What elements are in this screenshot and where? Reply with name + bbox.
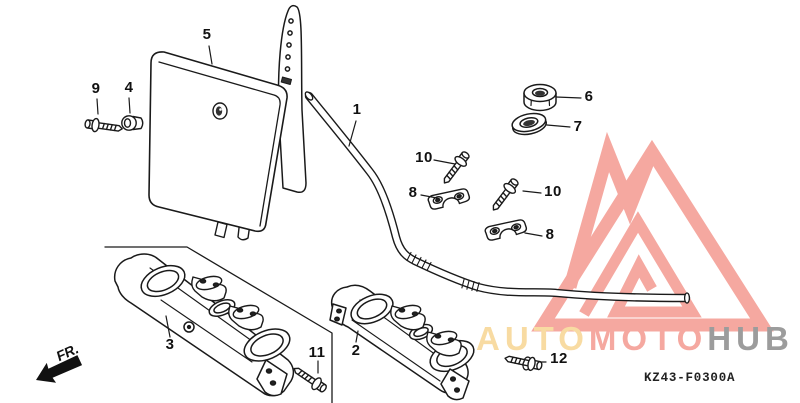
bolt-10-rear [487,175,522,215]
top-bridge-foot [256,359,288,397]
bolt-9 [83,116,124,137]
bar-clamp-front [426,184,472,214]
section-divider-line [104,246,333,403]
part-label-6: 6 [584,88,594,105]
part-label-5: 5 [202,26,212,43]
part-label-2: 2 [351,342,361,359]
part-label-4: 4 [124,79,134,96]
hex-nut [523,83,557,112]
bolt-10-front [438,148,473,188]
diagram-code: KZ43-F0300A [644,371,736,385]
flange-nut-4 [121,115,144,131]
handlebar [304,91,691,304]
bar-clamp-rear [483,215,529,245]
part-label-8a: 8 [408,184,418,201]
handlebar-right-end-cap [683,292,691,304]
brand-segment-auto: AUTO [476,320,589,357]
part-label-7: 7 [573,118,583,135]
logo-inner-spiral [579,211,702,318]
part-label-9: 9 [91,80,101,97]
number-plate [148,51,288,233]
part-label-3: 3 [165,336,175,353]
fr-direction-arrow [36,355,83,383]
leader-lines [96,45,582,374]
bottom-bridge-ear [329,303,347,326]
brand-segment-moto: MOTO [588,320,708,357]
logo-outer-triangle [531,139,774,332]
part-label-10a: 10 [415,149,433,166]
brand-segment-hub: HUB [707,320,794,357]
part-label-10b: 10 [544,183,562,200]
part-label-8b: 8 [545,226,555,243]
brand-wordmark: AUTOMOTOHUB [476,322,794,355]
bottom-bridge [329,284,475,401]
part-label-11: 11 [308,344,326,361]
part-label-12: 12 [550,350,568,367]
handlebar-knurling [406,251,480,292]
number-plate-bracket [277,4,307,194]
bolt-11 [289,362,330,396]
bolt-12 [503,351,544,374]
logo-m-glyph [563,131,659,289]
washer [511,112,547,136]
top-bridge [113,253,295,397]
handlebar-left-end-cap [304,91,314,101]
bottom-bridge-foot [440,368,470,401]
part-label-1: 1 [352,101,362,118]
